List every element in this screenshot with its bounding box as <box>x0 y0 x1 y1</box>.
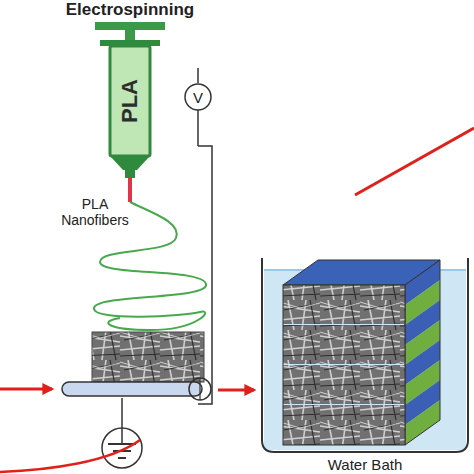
node-text: Water Bath <box>328 456 402 473</box>
water-bath-beaker-outline <box>255 250 474 474</box>
syringe-barrel <box>110 46 150 156</box>
process-arrow <box>218 389 254 392</box>
block-front <box>283 285 405 445</box>
wheel-spoke <box>199 378 200 400</box>
part-label: PLA Nanofibers <box>52 196 138 228</box>
block-side <box>405 260 440 445</box>
syringe: PLA <box>95 22 165 202</box>
voltmeter-ring <box>185 84 211 110</box>
process-curve <box>0 440 140 472</box>
plunger-cap <box>95 22 165 30</box>
process-arrow <box>0 388 52 391</box>
sem-layer <box>283 285 405 324</box>
collector-wheel <box>189 378 211 400</box>
sem-layer <box>283 365 405 404</box>
needle-hub <box>125 170 135 178</box>
node-text: PLA <box>117 79 143 123</box>
voltmeter-circle: V <box>184 83 212 111</box>
diagram-title: Electrospinning <box>55 0 205 20</box>
ground-symbol <box>118 457 126 459</box>
beaker-wall <box>262 258 468 452</box>
process-arrow <box>355 128 474 195</box>
voltage-wire <box>197 110 199 146</box>
sem-layer <box>283 405 405 445</box>
water-bath-beaker: Water Bath <box>255 250 474 474</box>
node-text: V <box>193 89 203 106</box>
ground-symbol <box>102 428 142 468</box>
ground-wire <box>121 398 123 444</box>
voltage-wire <box>197 68 199 83</box>
sem-fiber-mat <box>92 332 204 382</box>
syringe-tip <box>110 156 150 170</box>
green-layer <box>405 400 440 445</box>
needle <box>128 178 132 202</box>
collector-rod <box>62 382 202 396</box>
sem-layer <box>283 325 405 364</box>
